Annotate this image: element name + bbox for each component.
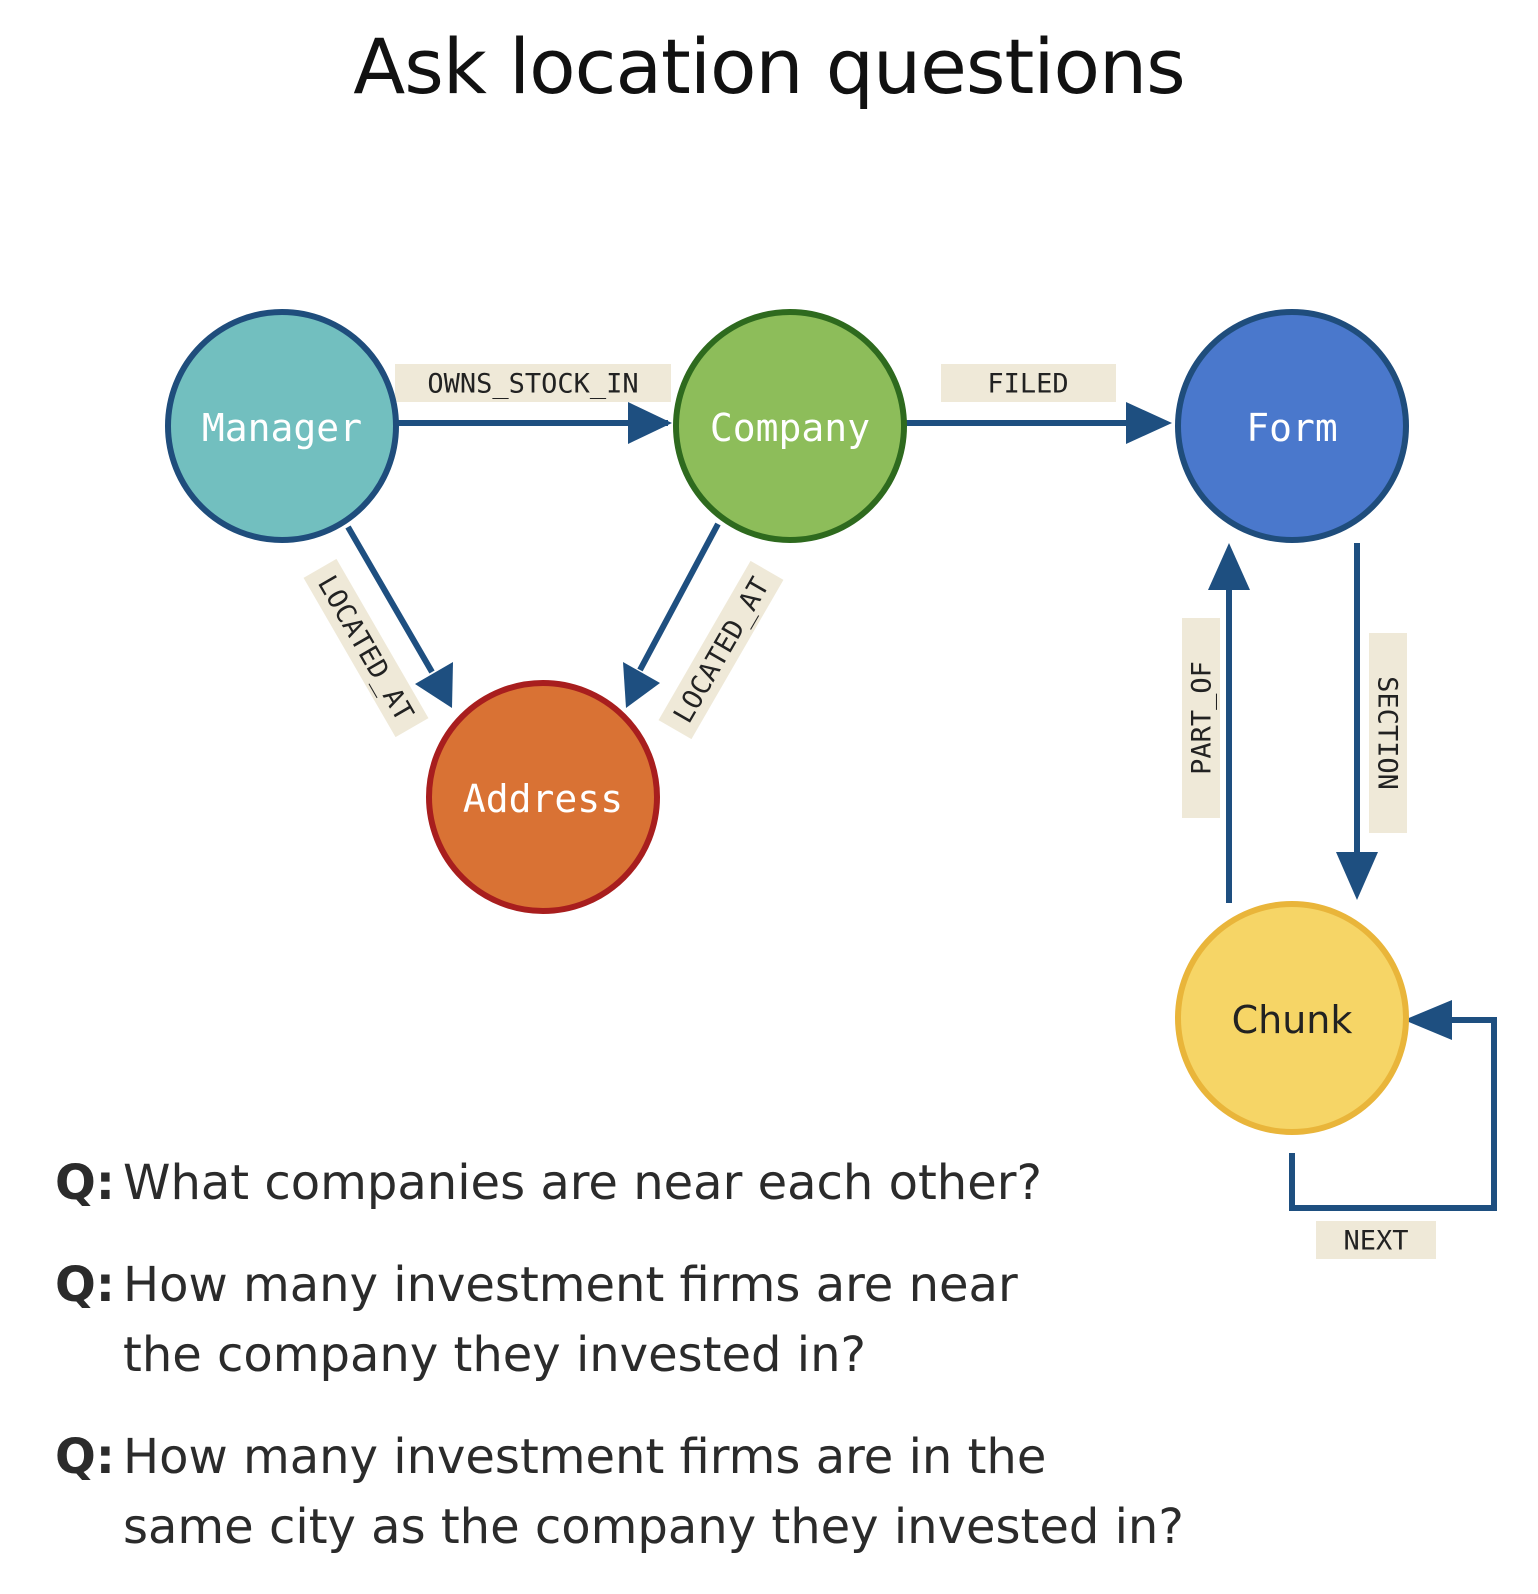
edge-next: NEXT	[1289, 1000, 1497, 1259]
node-form: Form	[1175, 309, 1409, 543]
question-text: How many investment firms are near the c…	[123, 1257, 1018, 1383]
node-label-chunk: Chunk	[1232, 998, 1353, 1042]
node-chunk: Chunk	[1175, 901, 1409, 1135]
question-item: Q: What companies are near each other?	[55, 1148, 1305, 1218]
question-item: Q: How many investment firms are in the …	[55, 1422, 1305, 1562]
page-title: Ask location questions	[353, 22, 1185, 111]
question-prefix: Q:	[55, 1155, 115, 1211]
edge-label-company-located-at: LOCATED_AT	[668, 572, 776, 728]
questions-list: Q: What companies are near each other? Q…	[55, 1148, 1305, 1594]
question-text: How many investment firms are in the sam…	[123, 1429, 1184, 1555]
edge-manager-located-at: LOCATED_AT	[303, 525, 453, 738]
question-prefix: Q:	[55, 1429, 115, 1485]
edge-label-section: SECTION	[1372, 676, 1403, 790]
edge-filed: FILED	[905, 364, 1172, 444]
node-label-address: Address	[463, 777, 623, 821]
edge-section: SECTION	[1336, 543, 1407, 900]
question-text: What companies are near each other?	[123, 1155, 1042, 1211]
node-manager: Manager	[165, 309, 399, 543]
edge-label-manager-located-at: LOCATED_AT	[311, 570, 419, 726]
edge-label-next: NEXT	[1343, 1226, 1408, 1257]
node-address: Address	[426, 680, 660, 914]
edge-label-part-of: PART_OF	[1187, 661, 1218, 775]
question-item: Q: How many investment firms are near th…	[55, 1250, 1305, 1390]
edge-company-located-at: LOCATED_AT	[623, 522, 784, 740]
node-company: Company	[673, 309, 907, 543]
node-label-manager: Manager	[202, 406, 362, 450]
edge-part-of: PART_OF	[1182, 543, 1250, 903]
question-prefix: Q:	[55, 1257, 115, 1313]
edge-owns-stock-in: OWNS_STOCK_IN	[392, 364, 672, 444]
edge-label-filed: FILED	[987, 369, 1068, 400]
node-label-company: Company	[710, 406, 870, 450]
node-label-form: Form	[1246, 406, 1338, 450]
edge-label-owns-stock-in: OWNS_STOCK_IN	[427, 369, 638, 400]
